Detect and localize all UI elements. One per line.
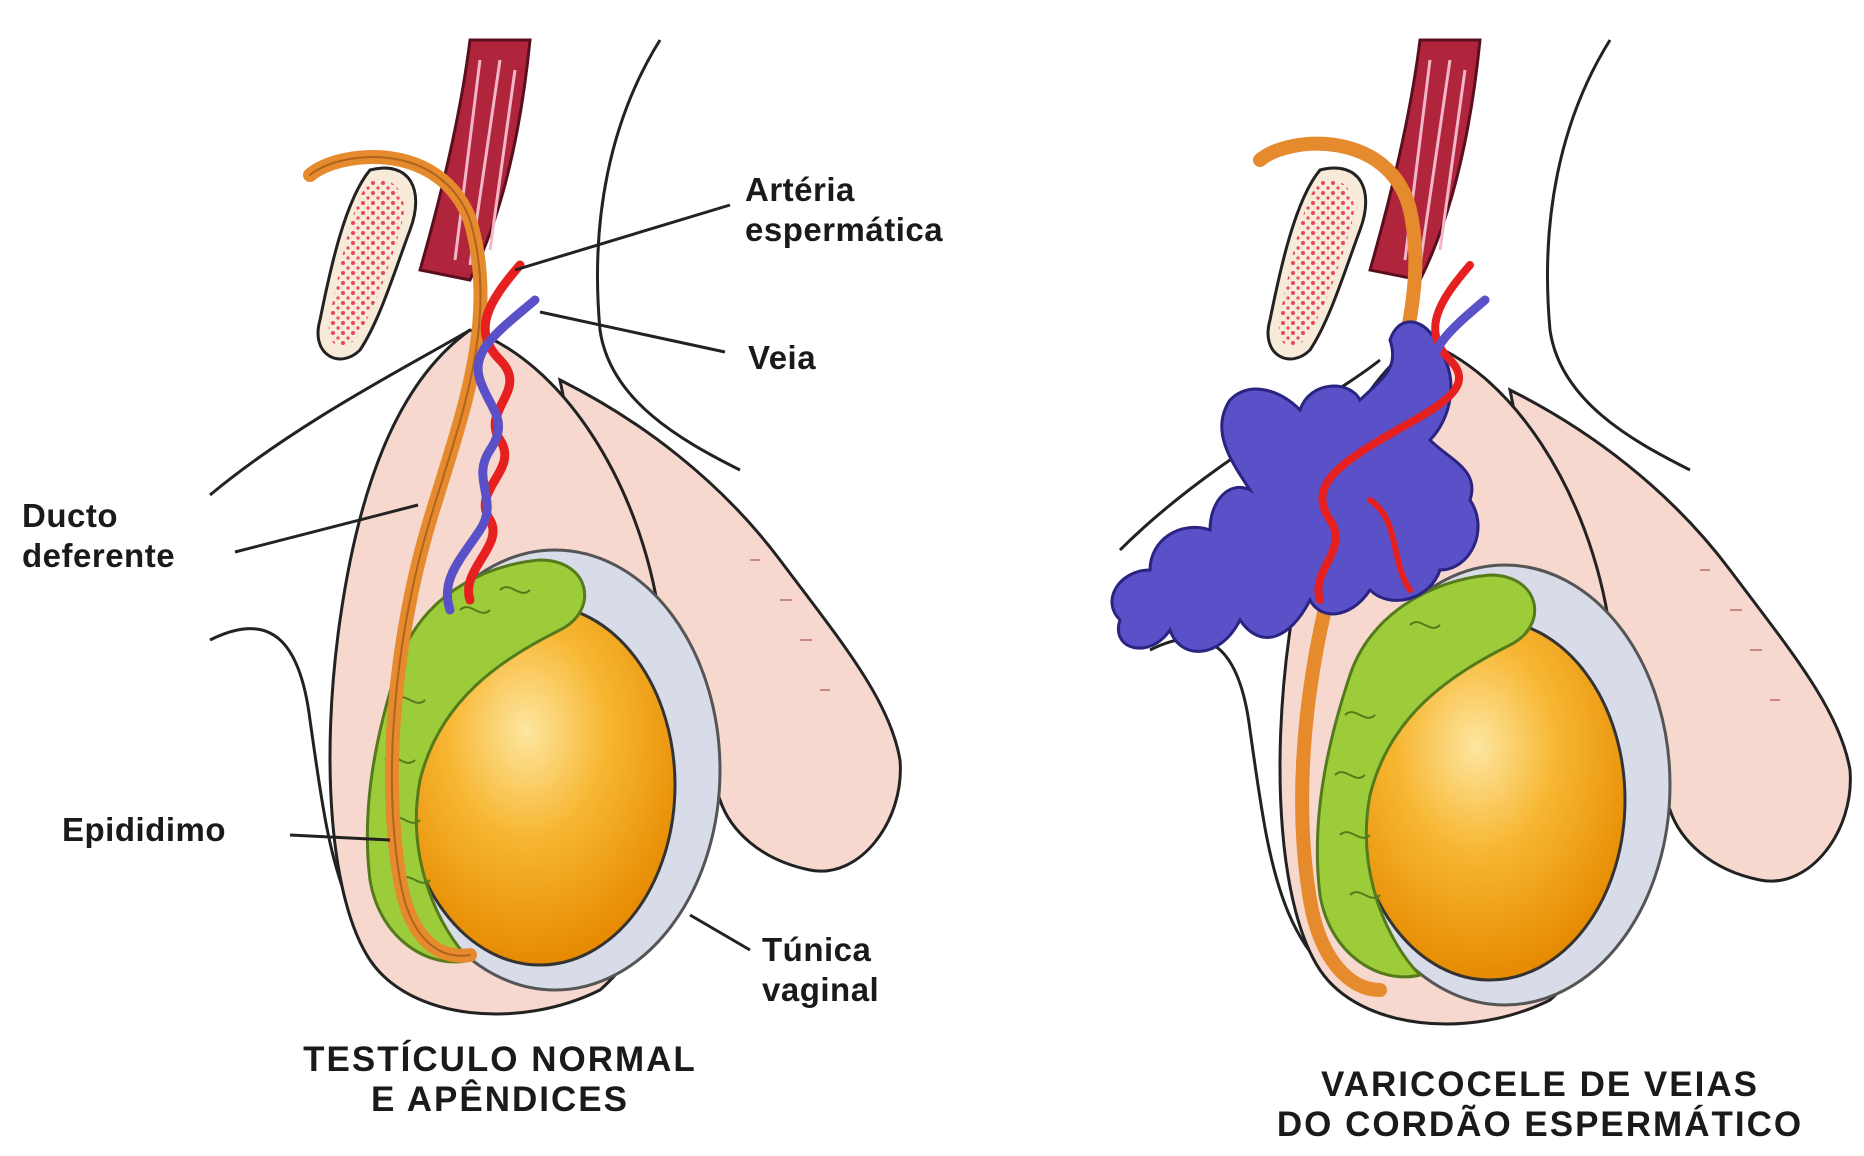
- tunica-label: Túnica vaginal: [762, 930, 879, 1010]
- body-outline: [1548, 40, 1691, 470]
- arteria-label-line2: espermática: [745, 210, 943, 250]
- tunica-label-line2: vaginal: [762, 970, 879, 1010]
- tunica-label-line1: Túnica: [762, 930, 879, 970]
- ducto-label-line1: Ducto: [22, 496, 175, 536]
- veia-label: Veia: [748, 338, 816, 378]
- left-caption: TESTÍCULO NORMAL E APÊNDICES: [260, 1040, 740, 1120]
- arteria-label-line1: Artéria: [745, 170, 943, 210]
- ducto-label: Ducto deferente: [22, 496, 175, 576]
- veia-leader: [540, 312, 725, 352]
- right-caption-line2: DO CORDÃO ESPERMÁTICO: [1220, 1105, 1860, 1145]
- arteria-label: Artéria espermática: [745, 170, 943, 250]
- right-caption: VARICOCELE DE VEIAS DO CORDÃO ESPERMÁTIC…: [1220, 1065, 1860, 1145]
- ducto-label-line2: deferente: [22, 536, 175, 576]
- right-caption-line1: VARICOCELE DE VEIAS: [1220, 1065, 1860, 1105]
- left-caption-line1: TESTÍCULO NORMAL: [260, 1040, 740, 1080]
- epididimo-label: Epididimo: [62, 810, 226, 850]
- tunica-leader: [690, 915, 750, 950]
- varicocele-diagram: [1112, 40, 1850, 1024]
- body-outline: [598, 40, 741, 470]
- arteria-leader: [515, 205, 730, 270]
- left-caption-line2: E APÊNDICES: [260, 1080, 740, 1120]
